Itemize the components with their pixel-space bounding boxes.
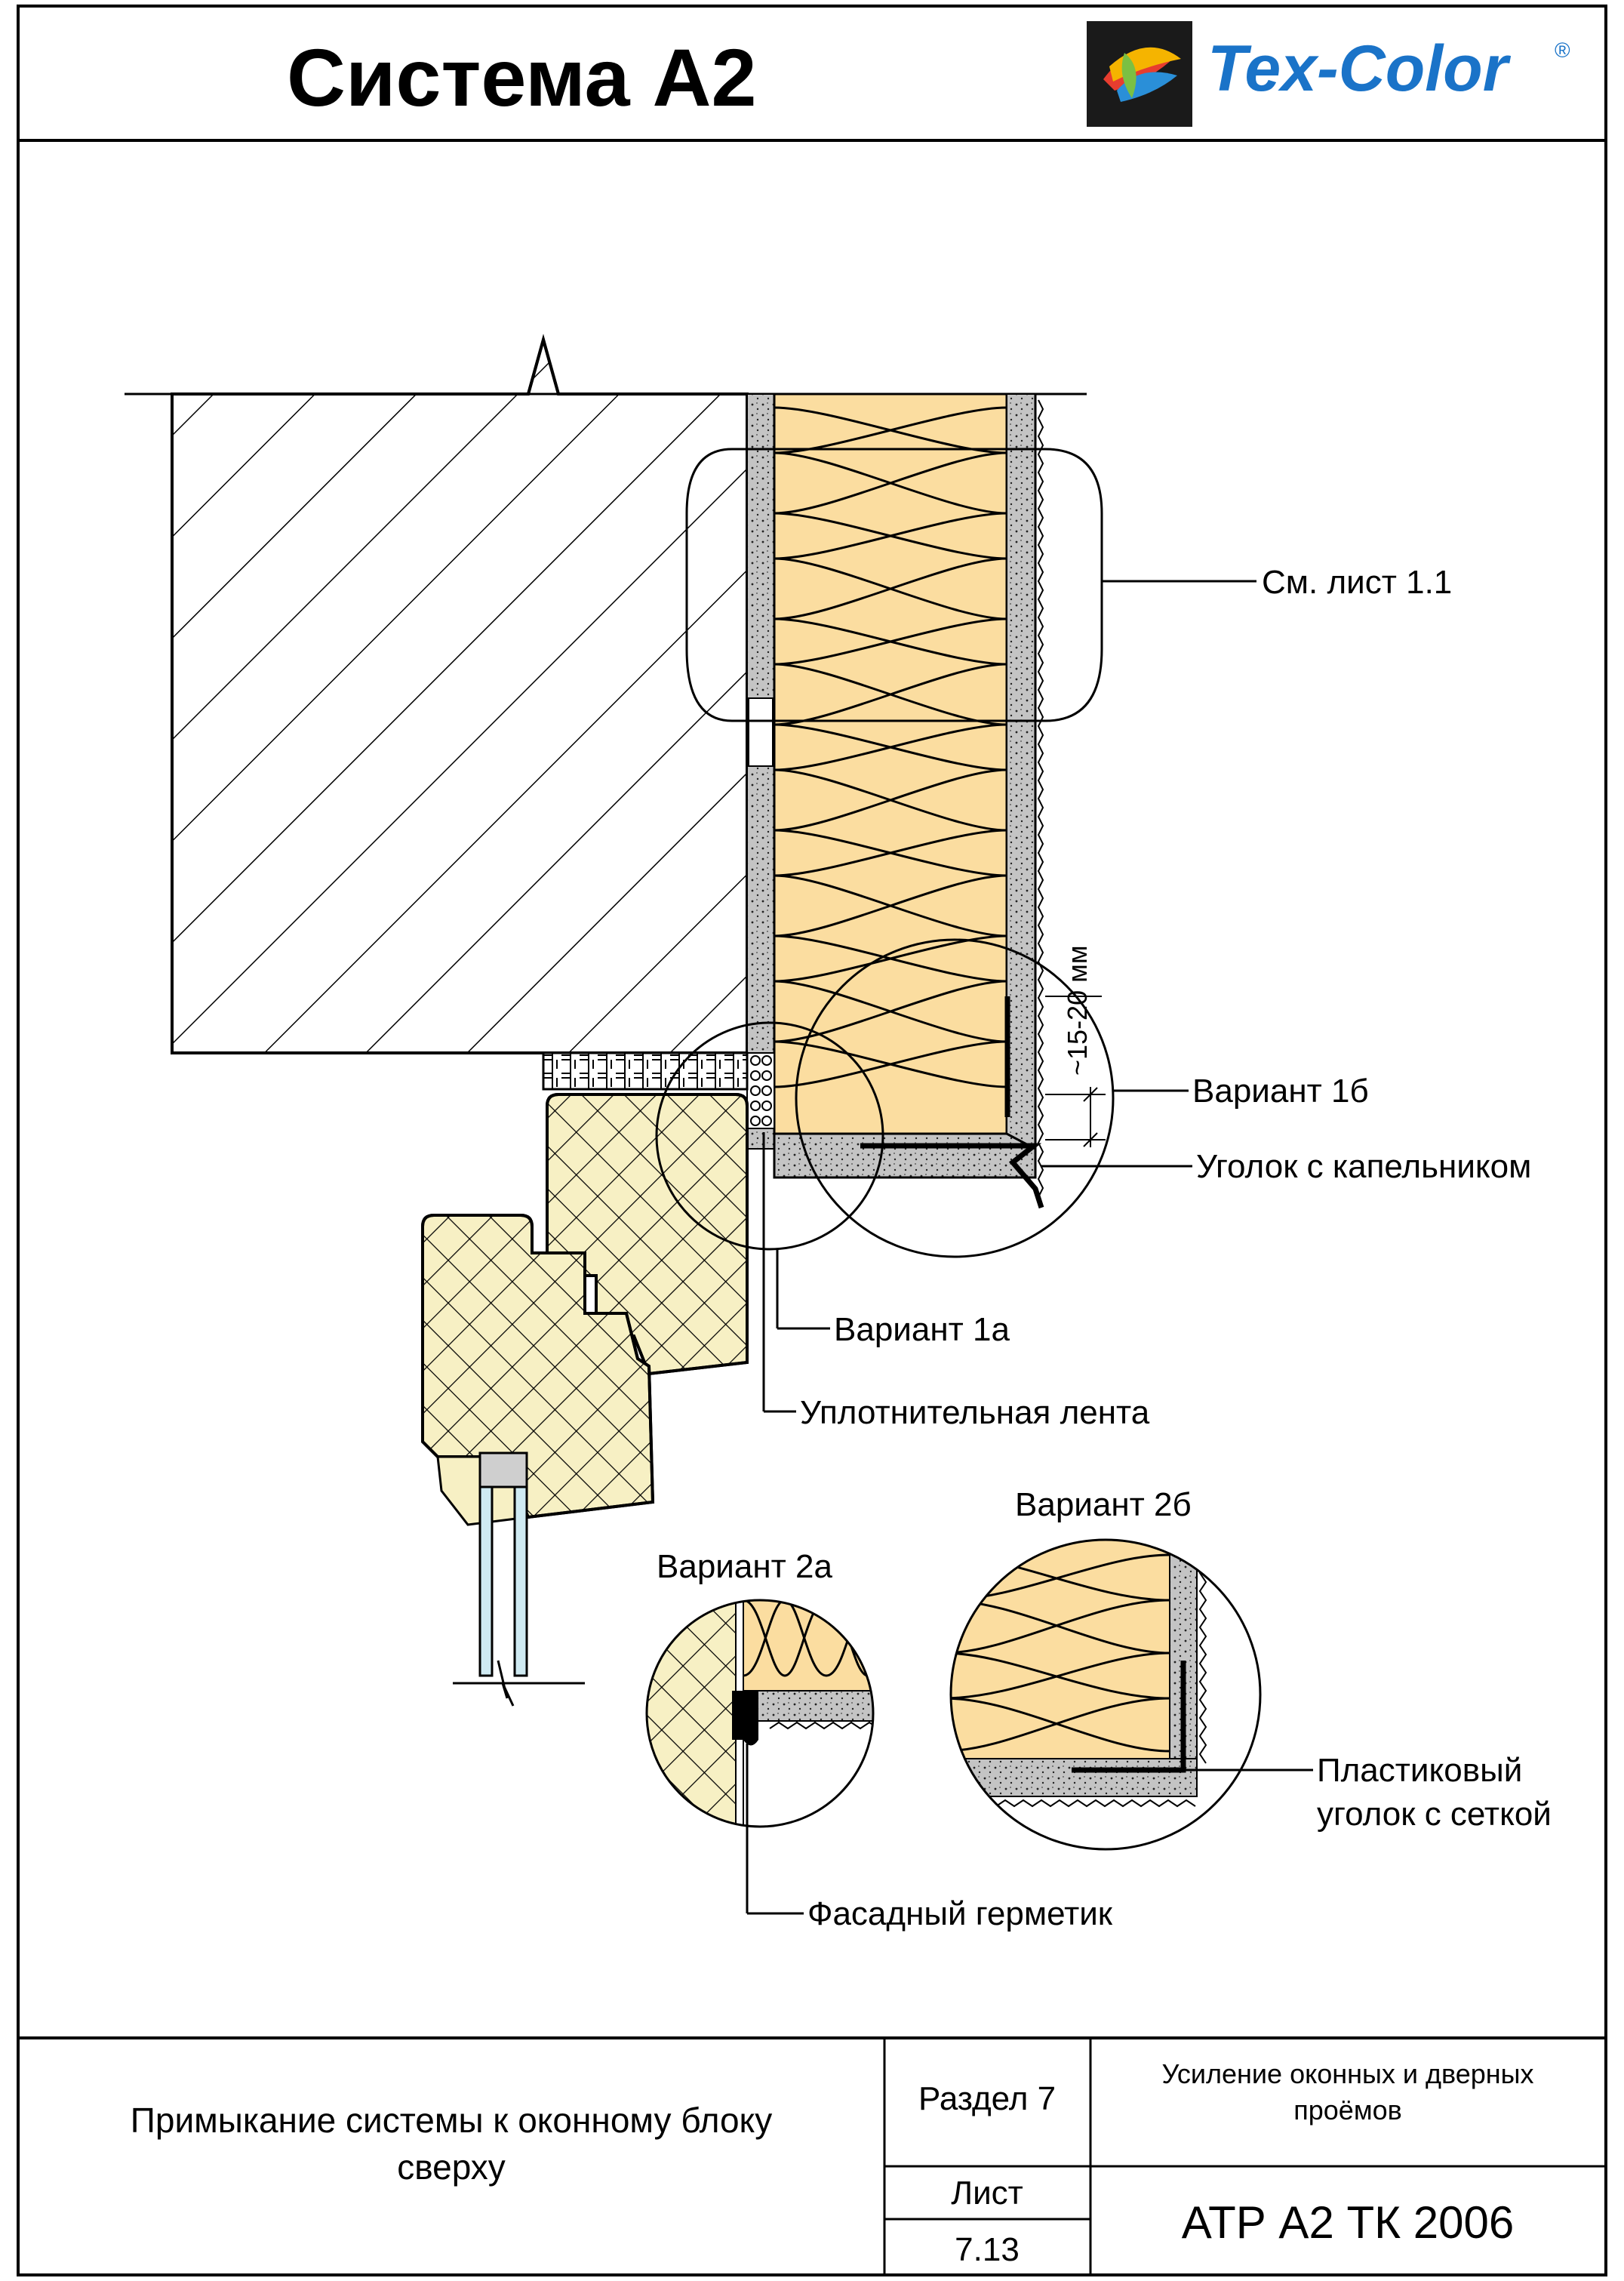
label-sealing-tape: Уплотнительная лента [800, 1394, 1150, 1431]
label-plastic-corner-1: Пластиковый [1317, 1752, 1522, 1789]
topic-line1: Усиление оконных и дверных [1161, 2058, 1533, 2089]
brand-logo: Tex-Color ® [1087, 21, 1570, 127]
detail-variant-2b [949, 1538, 1262, 1851]
label-variant-1b: Вариант 1б [1192, 1073, 1369, 1110]
label-plastic-corner-2: уголок с сеткой [1317, 1796, 1552, 1833]
finish-render [1037, 399, 1044, 1198]
callout-variant-1a [655, 1021, 884, 1251]
anchor-gap [748, 697, 774, 767]
drip-corner-profile [860, 1143, 1044, 1209]
callout-see-sheet [685, 448, 1103, 722]
label-corner-drip: Уголок с капельником [1196, 1148, 1531, 1185]
sheet-number: 7.13 [955, 2231, 1020, 2268]
dimension-label: ~15-20 мм [1062, 945, 1093, 1076]
mounting-foam [542, 1051, 749, 1091]
registered-mark: ® [1555, 38, 1570, 62]
document-code: АТР А2 ТК 2006 [1182, 2197, 1514, 2248]
description-line2: сверху [397, 2147, 506, 2187]
callout-variant-1b [795, 938, 1115, 1258]
sheet-border [17, 5, 1607, 2276]
glazing [453, 1451, 585, 1707]
adhesive-layer [746, 393, 775, 1150]
insulation-board [773, 392, 1008, 1135]
plastic-corner-mesh [1072, 1661, 1186, 1773]
detail-variant-2a [645, 1599, 875, 1828]
label-variant-1a: Вариант 1а [834, 1311, 1010, 1348]
label-see-sheet: См. лист 1.1 [1262, 564, 1452, 601]
label-variant-2b: Вариант 2б [1015, 1486, 1192, 1523]
base-coat [1006, 393, 1036, 1150]
label-variant-2a: Вариант 2а [657, 1548, 832, 1585]
facade-sealant-bead [732, 1691, 758, 1746]
title-block: Примыкание системы к оконному блоку свер… [18, 2036, 1606, 2275]
sheet-label: Лист [951, 2175, 1023, 2212]
description-line1: Примыкание системы к оконному блоку [131, 2101, 772, 2140]
section-number: Раздел 7 [918, 2080, 1056, 2117]
page-title: Система А2 [287, 32, 757, 123]
brand-name: Tex-Color [1207, 32, 1512, 105]
label-facade-sealant: Фасадный герметик [807, 1895, 1113, 1932]
topic-line2: проёмов [1293, 2095, 1401, 2126]
sealing-tape [750, 1055, 772, 1126]
